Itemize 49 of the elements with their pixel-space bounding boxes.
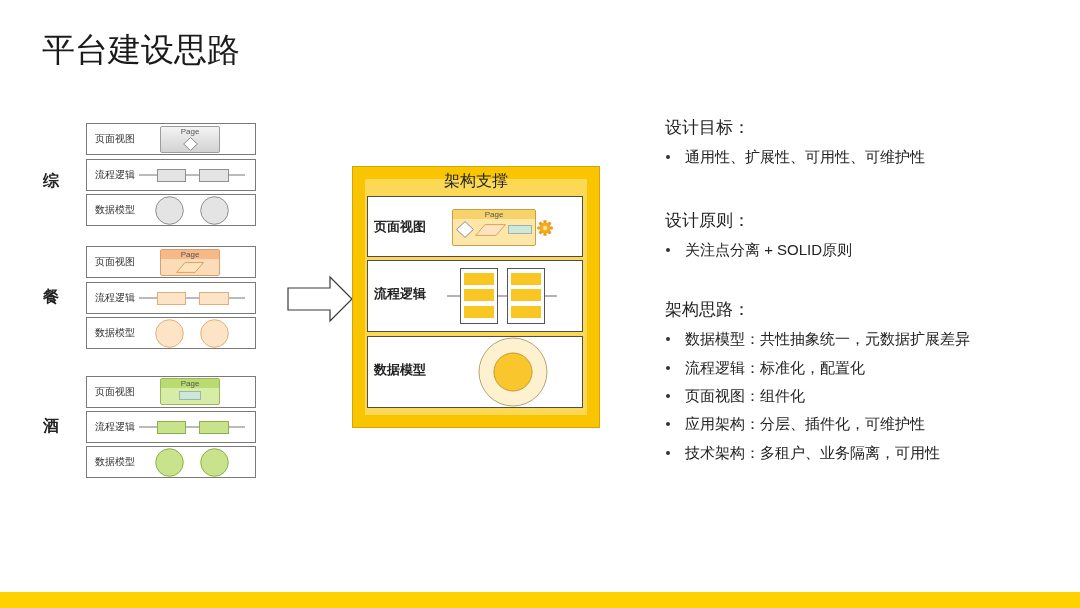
group-label: 餐 (43, 287, 59, 307)
layer-label: 数据模型 (95, 203, 135, 217)
bullet-text: 应用架构：分层、插件化，可维护性 (685, 414, 925, 434)
page-window (160, 126, 220, 153)
layer-box (86, 317, 256, 349)
layer-box (86, 376, 256, 408)
layer-label: 页面视图 (95, 132, 135, 146)
layer-label: 流程逻辑 (95, 291, 135, 305)
group-label: 综 (43, 171, 59, 191)
layer-panel (367, 260, 583, 332)
bullet-text: 数据模型：共性抽象统一，元数据扩展差异 (685, 329, 970, 349)
layer-panel (367, 196, 583, 257)
bullet-text: 页面视图：组件化 (685, 386, 805, 406)
layer-label: 页面视图 (95, 255, 135, 269)
page-window (160, 249, 220, 276)
layer-label: 流程逻辑 (95, 168, 135, 182)
layer-box (86, 246, 256, 278)
layer-label: 页面视图 (374, 217, 426, 236)
layer-label: 流程逻辑 (95, 420, 135, 434)
frame-title: 架构支撑 (443, 171, 509, 191)
layer-box (86, 123, 256, 155)
section-heading: 设计原则： (665, 210, 750, 232)
page-window (160, 378, 220, 405)
layer-panel (367, 336, 583, 408)
bullet-text: 关注点分离 + SOLID原则 (685, 240, 853, 260)
layer-label: 数据模型 (95, 326, 135, 340)
layer-box (86, 282, 256, 314)
bullet-text: 通用性、扩展性、可用性、可维护性 (685, 147, 925, 167)
section-heading: 设计目标： (665, 117, 750, 139)
window-title: Page (453, 210, 535, 219)
layer-label: 数据模型 (374, 361, 426, 379)
layer-box (86, 159, 256, 191)
bullet-text: 流程逻辑：标准化，配置化 (685, 358, 865, 378)
layer-box (86, 446, 256, 478)
layer-label: 页面视图 (95, 385, 135, 399)
page-window (452, 209, 536, 246)
group-label: 酒 (43, 416, 59, 436)
section-heading: 架构思路： (665, 299, 750, 321)
page-title: 平台建设思路 (42, 30, 240, 70)
layer-label: 数据模型 (95, 455, 135, 469)
block-arrow (287, 275, 353, 323)
layer-label: 流程逻辑 (374, 285, 426, 303)
layer-box (86, 411, 256, 443)
window-title: Page (161, 379, 219, 388)
window-title: Page (179, 127, 201, 136)
layer-box (86, 194, 256, 226)
window-title: Page (161, 250, 219, 259)
bullet-text: 技术架构：多租户、业务隔离，可用性 (685, 443, 940, 463)
support-frame (352, 166, 600, 428)
